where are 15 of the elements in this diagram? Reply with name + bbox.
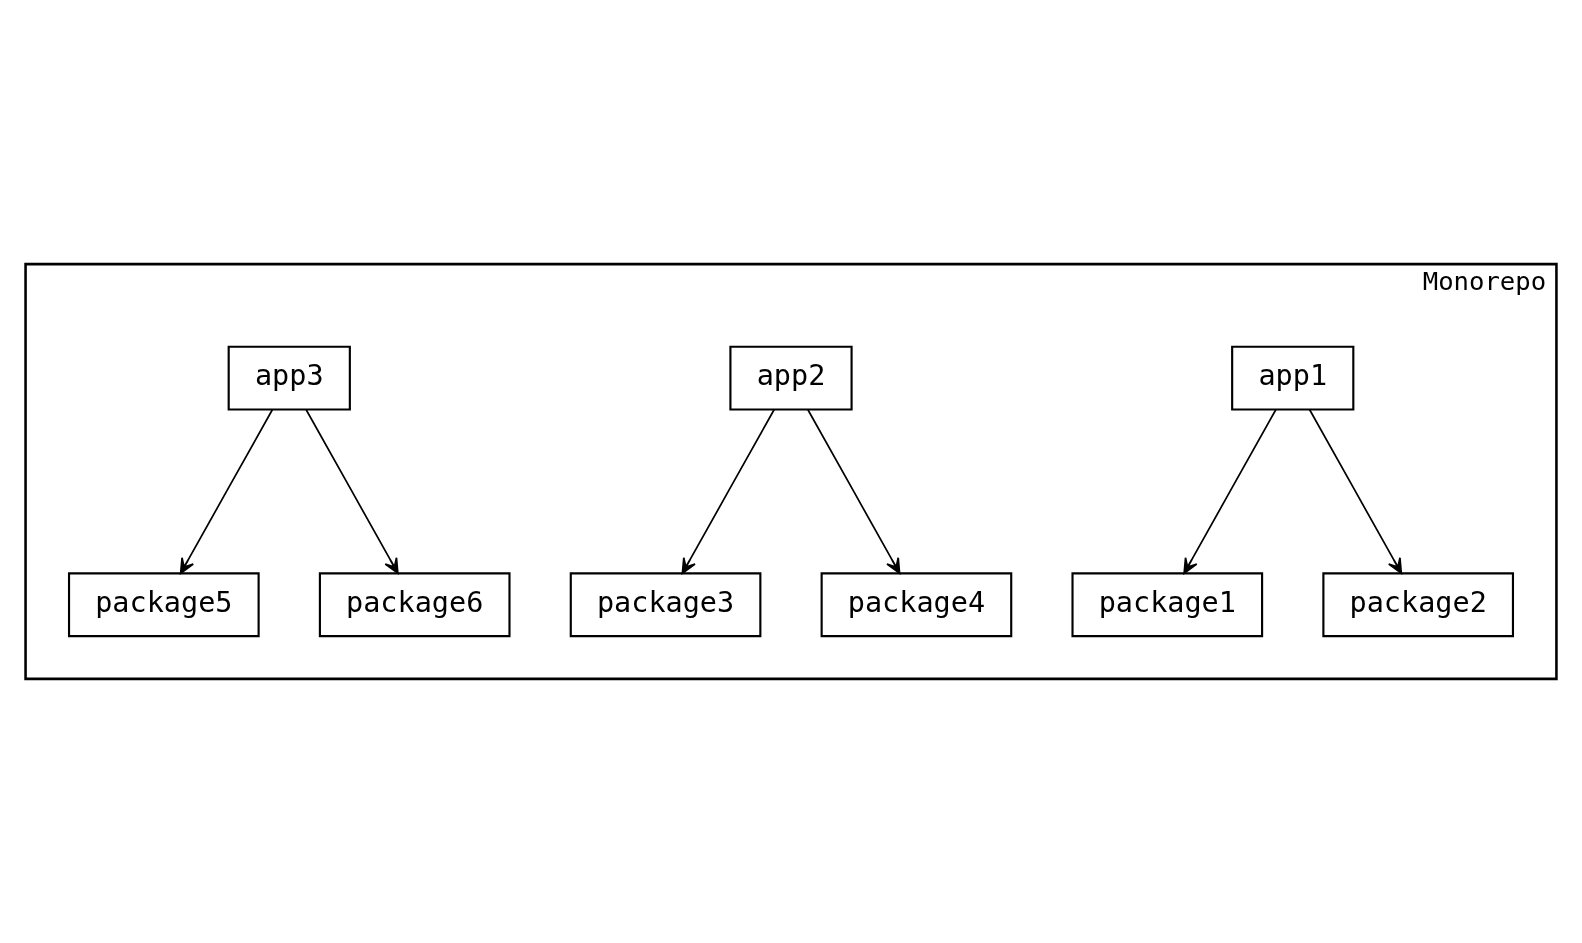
node-box: package4 xyxy=(820,572,1013,638)
node-box: package5 xyxy=(67,572,260,638)
node-box: package1 xyxy=(1071,572,1264,638)
arrow xyxy=(1308,408,1403,575)
node-box: app1 xyxy=(1231,345,1355,411)
node-box: app3 xyxy=(227,345,351,411)
arrow xyxy=(1183,408,1277,575)
node-box: package6 xyxy=(318,572,511,638)
arrow xyxy=(305,408,399,575)
arrow xyxy=(807,408,901,575)
node-box: app2 xyxy=(729,345,853,411)
node-box: package3 xyxy=(569,572,762,638)
arrow xyxy=(179,408,274,575)
arrow xyxy=(681,408,775,575)
node-box: package2 xyxy=(1322,572,1515,638)
